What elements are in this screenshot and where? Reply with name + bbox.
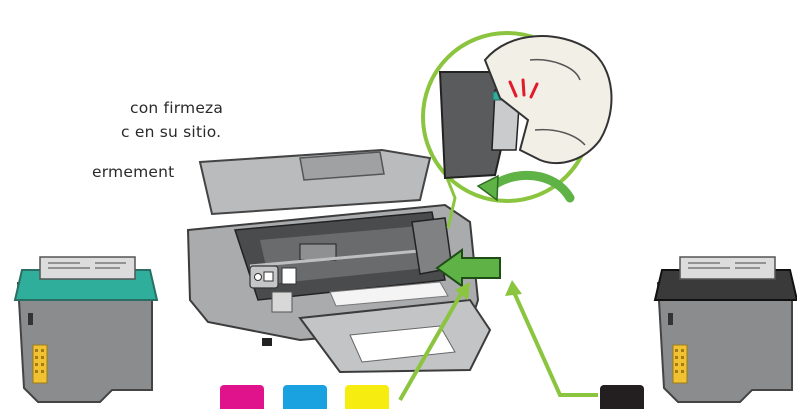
- magenta-swatch: [220, 385, 264, 409]
- cyan-swatch: [283, 385, 327, 409]
- zoom-callout: [423, 33, 611, 228]
- printer-icon: [188, 150, 490, 372]
- tricolor-cartridge-icon: [15, 257, 157, 402]
- yellow-swatch: [345, 385, 389, 409]
- black-swatch: [600, 385, 644, 409]
- black-cartridge-icon: [655, 257, 797, 402]
